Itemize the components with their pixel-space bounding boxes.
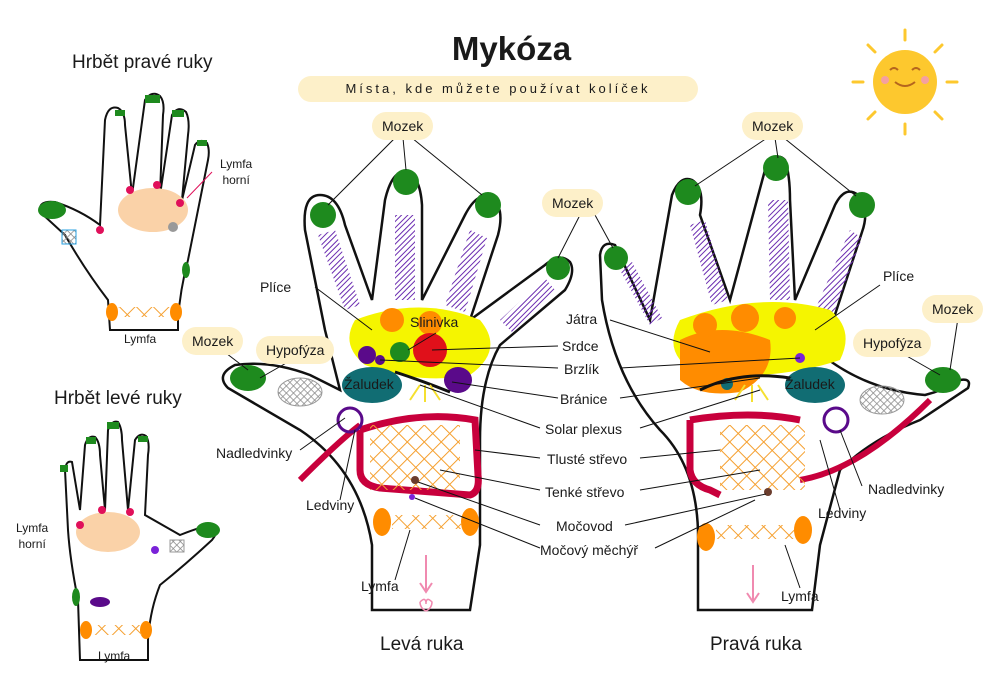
sun-icon xyxy=(851,28,959,136)
page-title: Mykóza xyxy=(451,30,572,67)
top-left-panel-title: Hrbět pravé ruky xyxy=(72,52,213,73)
label-tenke-strevo: Tenké střevo xyxy=(545,484,625,500)
pill-mozek-left-thumb: Mozek xyxy=(182,327,244,355)
small-hand-label-lymfa-horni-top: Lymfa horní xyxy=(220,157,253,187)
label-nadledvinky-right: Nadledvinky xyxy=(868,481,945,497)
label-slinivka: Slinivka xyxy=(410,314,459,330)
label-mocovy-mechyr: Močový měchýř xyxy=(540,542,639,558)
right-hand-illustration xyxy=(598,155,971,612)
right-hand-caption: Pravá ruka xyxy=(710,634,802,655)
pill-mozek-right-top: Mozek xyxy=(742,112,804,140)
left-hand-illustration xyxy=(221,169,574,612)
pill-hypofyza-right: Hypofýza xyxy=(853,329,932,357)
label-solar-plexus: Solar plexus xyxy=(545,421,623,437)
label-ledviny-right: Ledviny xyxy=(818,505,867,521)
label-mocovod: Močovod xyxy=(556,518,613,534)
pill-mozek-center: Mozek xyxy=(542,189,604,217)
pill-hypofyza-left: Hypofýza xyxy=(256,336,335,364)
label-plice-left: Plíce xyxy=(260,279,292,295)
label-lymfa-left: Lymfa xyxy=(361,578,399,594)
label-tluste-strevo: Tlusté střevo xyxy=(547,451,628,467)
label-zaludek-right: Žaludek xyxy=(785,376,835,392)
label-nadledvinky-left: Nadledvinky xyxy=(216,445,293,461)
label-zaludek-left: Žaludek xyxy=(344,376,394,392)
pill-mozek-right-thumb: Mozek xyxy=(922,295,984,323)
label-brzlik: Brzlík xyxy=(564,361,599,377)
label-branice: Bránice xyxy=(560,391,608,407)
page-subtitle: Místa, kde můžete používat kolíček xyxy=(298,76,698,102)
top-left-hand-illustration xyxy=(38,92,213,331)
label-lymfa-right: Lymfa xyxy=(781,588,819,604)
small-hand-label-lymfa-bottom: Lymfa xyxy=(98,649,131,663)
bottom-left-hand-illustration xyxy=(60,420,220,661)
label-srdce: Srdce xyxy=(562,338,599,354)
small-hand-label-lymfa-top: Lymfa xyxy=(124,332,157,346)
leader-lines xyxy=(221,137,959,589)
bottom-left-panel-title: Hrbět levé ruky xyxy=(54,388,182,409)
label-ledviny-left: Ledviny xyxy=(306,497,355,513)
pill-mozek-left-top: Mozek xyxy=(372,112,434,140)
small-hand-label-lymfa-horni-bottom: Lymfa horní xyxy=(16,521,49,551)
left-hand-caption: Levá ruka xyxy=(380,634,464,655)
label-plice-right: Plíce xyxy=(883,268,915,284)
label-jatra: Játra xyxy=(566,311,598,327)
